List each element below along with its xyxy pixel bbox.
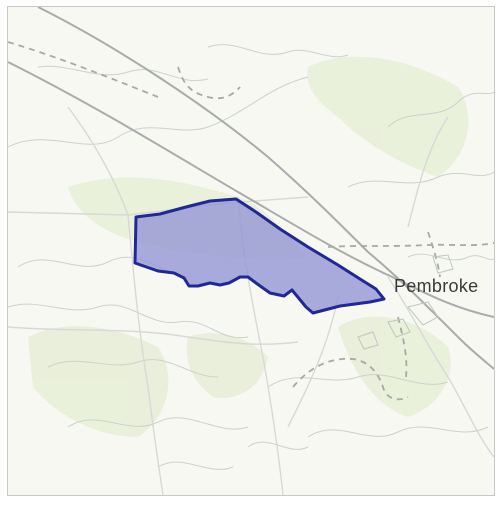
place-label-pembroke: Pembroke <box>394 276 478 296</box>
topographic-map: Pembroke <box>8 7 494 495</box>
railroad-lines <box>8 41 494 401</box>
map-view[interactable]: Pembroke <box>7 6 495 496</box>
town-area <box>357 254 454 350</box>
boundary-polygon[interactable] <box>133 197 386 315</box>
major-roads <box>8 7 494 370</box>
